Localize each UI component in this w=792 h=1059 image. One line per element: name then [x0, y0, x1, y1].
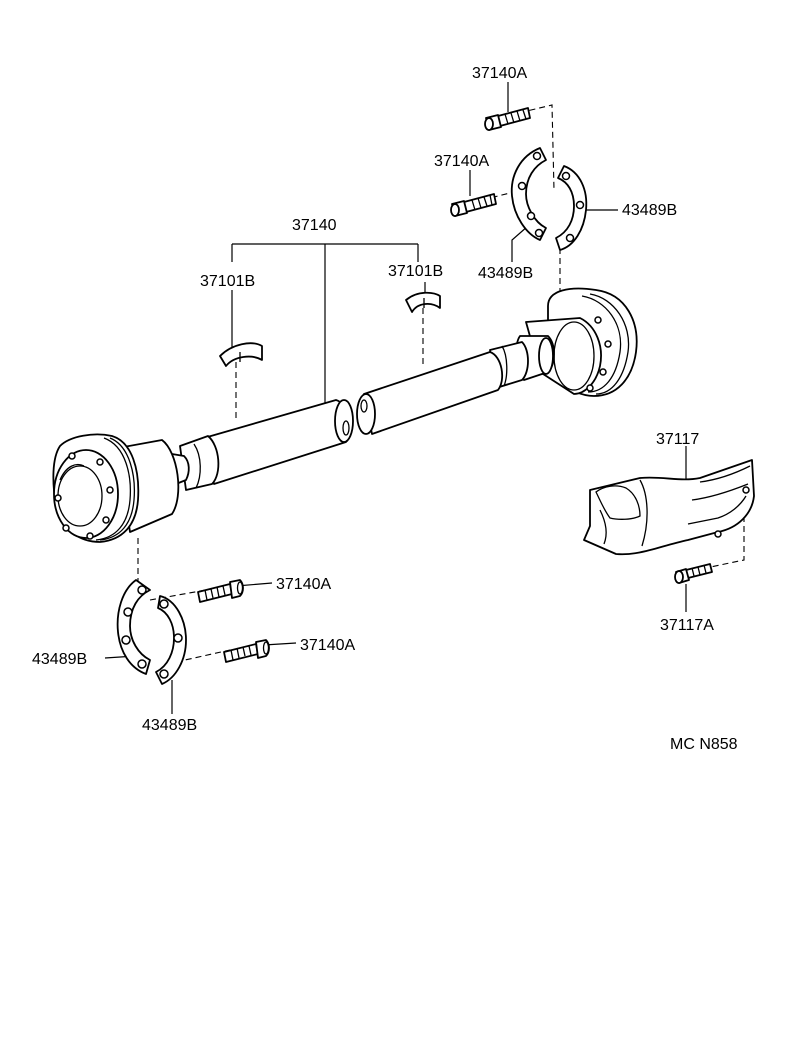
- ring-upper-right: [555, 165, 588, 251]
- ring-lower-left: [116, 579, 151, 675]
- bolt-upper: [450, 193, 497, 217]
- cover-bolt: [674, 563, 713, 584]
- label-bolt-top: 37140A: [472, 65, 527, 82]
- clip-right: [405, 291, 441, 313]
- catalog-code: MC N858: [670, 736, 738, 753]
- part-labels: 37140A 37140A 37140 43489B 43489B 37101B…: [32, 65, 738, 753]
- cover: [583, 459, 755, 556]
- ring-lower-right: [155, 595, 187, 685]
- label-cover-bolt: 37117A: [660, 617, 714, 634]
- flange-right: [489, 287, 638, 397]
- label-bolt-upper: 37140A: [434, 153, 489, 170]
- label-ring-upper-right: 43489B: [622, 202, 677, 219]
- label-shaft: 37140: [292, 217, 337, 234]
- label-clip-right: 37101B: [388, 263, 443, 280]
- label-bolt-lower-1: 37140A: [276, 576, 331, 593]
- clip-left: [219, 342, 263, 367]
- bolt-top: [484, 107, 531, 131]
- label-clip-left: 37101B: [200, 273, 255, 290]
- tube-right: [356, 351, 504, 435]
- label-ring-lower-left: 43489B: [32, 651, 87, 668]
- bolt-lower-1: [197, 579, 244, 603]
- label-bolt-lower-2: 37140A: [300, 637, 355, 654]
- tube-left: [179, 399, 354, 491]
- flange-left: [52, 433, 190, 543]
- label-ring-lower-bottom: 43489B: [142, 717, 197, 734]
- label-ring-upper-left: 43489B: [478, 265, 533, 282]
- bolt-lower-2: [223, 639, 270, 663]
- ring-upper-left: [510, 147, 547, 241]
- label-cover: 37117: [656, 431, 699, 448]
